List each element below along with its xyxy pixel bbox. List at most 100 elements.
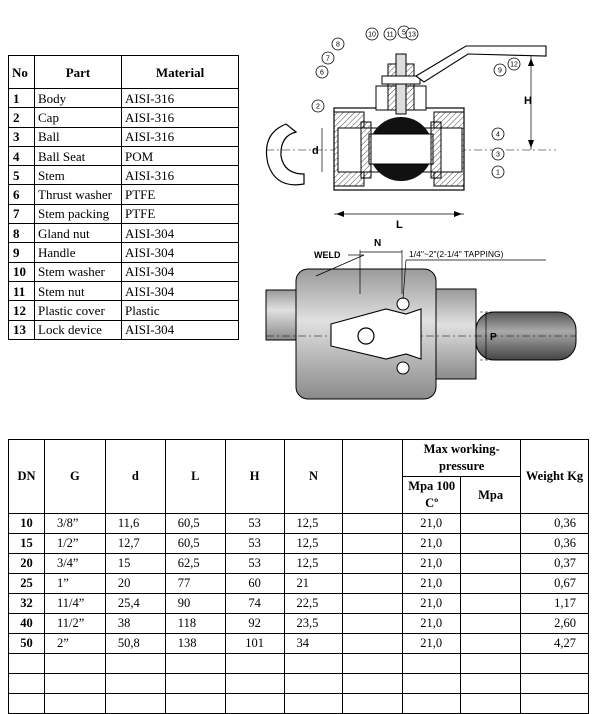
cell-mpa-100: 21,0 <box>402 593 462 614</box>
part-number: 13 <box>8 319 35 340</box>
cell-empty <box>402 673 462 694</box>
callout-circle <box>315 65 329 79</box>
cell-empty <box>43 673 106 694</box>
cell-l: 77 <box>164 573 226 594</box>
cell-empty <box>460 633 522 654</box>
cell-empty <box>164 653 226 674</box>
cell-n: 23,5 <box>283 613 344 634</box>
cell-dn: 50 <box>8 633 45 654</box>
cell-empty <box>402 653 462 674</box>
header-weight: Weight Kg <box>520 439 589 514</box>
cell-empty <box>342 553 404 574</box>
cell-weight: 0,37 <box>520 553 589 574</box>
cell-empty <box>342 533 404 554</box>
callout-circle <box>331 37 345 51</box>
cell-empty <box>460 533 522 554</box>
part-number: 10 <box>8 261 35 282</box>
cell-n: 21 <box>283 573 344 594</box>
callout-circle <box>311 99 325 113</box>
cell-dn: 32 <box>8 593 45 614</box>
part-number: 5 <box>8 165 35 186</box>
callout-circle <box>493 63 507 77</box>
part-number: 1 <box>8 87 35 109</box>
cell-mpa-100: 21,0 <box>402 513 462 534</box>
cell-mpa-100: 21,0 <box>402 633 462 654</box>
spec-header-row-1: DN G d L H N Max working-pressure Weight… <box>8 439 589 514</box>
part-name: Handle <box>34 242 122 263</box>
header-part: Part <box>34 55 122 89</box>
cell-d: 38 <box>104 613 166 634</box>
cell-mpa-100: 21,0 <box>402 613 462 634</box>
cell-mpa-100: 21,0 <box>402 573 462 594</box>
cell-g: 11/2” <box>43 613 106 634</box>
cell-empty <box>520 693 589 714</box>
cell-dn: 25 <box>8 573 45 594</box>
part-material: AISI-316 <box>121 126 239 147</box>
part-name: Ball Seat <box>34 145 122 167</box>
callout-label: 8 <box>336 42 340 49</box>
part-number: 12 <box>8 300 35 321</box>
cell-weight: 1,17 <box>520 593 589 614</box>
cell-weight: 2,60 <box>520 613 589 634</box>
cell-l: 138 <box>164 633 226 654</box>
callout-label: 11 <box>386 32 393 39</box>
part-material: POM <box>121 145 239 167</box>
cell-d: 20 <box>104 573 166 594</box>
cell-n: 12,5 <box>283 553 344 574</box>
dim-h-label: H <box>524 95 532 107</box>
cell-empty <box>8 673 45 694</box>
part-material: AISI-316 <box>121 107 239 128</box>
cell-empty <box>342 613 404 634</box>
part-material: AISI-304 <box>121 280 239 302</box>
callout-label: 10 <box>368 32 376 39</box>
part-material: AISI-304 <box>121 242 239 263</box>
cell-l: 62,5 <box>164 553 226 574</box>
cell-empty <box>460 693 522 714</box>
cell-l: 60,5 <box>164 513 226 534</box>
header-n: N <box>283 439 344 514</box>
part-number: 9 <box>8 242 35 263</box>
cell-dn: 10 <box>8 513 45 534</box>
cell-d: 11,6 <box>104 513 166 534</box>
callout-label: 1 <box>496 170 500 177</box>
cell-empty <box>104 673 166 694</box>
header-mpa: Mpa <box>460 476 522 514</box>
part-name: Ball <box>34 126 122 147</box>
part-material: Plastic <box>121 300 239 321</box>
cell-empty <box>283 673 344 694</box>
cell-g: 3/8” <box>43 513 106 534</box>
cell-dn: 15 <box>8 533 45 554</box>
cell-dn: 40 <box>8 613 45 634</box>
cell-empty <box>460 553 522 574</box>
cell-d: 15 <box>104 553 166 574</box>
cell-empty <box>342 693 404 714</box>
part-number: 3 <box>8 126 35 147</box>
cell-g: 1” <box>43 573 106 594</box>
callout-label: 2 <box>316 104 320 111</box>
cell-l: 118 <box>164 613 226 634</box>
header-mpa-100: Mpa 100 Cº <box>402 476 462 514</box>
header-blank <box>342 439 404 514</box>
callout-label: 6 <box>320 70 324 77</box>
callout-circle <box>365 27 379 41</box>
cell-weight: 0,36 <box>520 533 589 554</box>
part-name: Thrust washer <box>34 184 122 205</box>
part-material: AISI-316 <box>121 165 239 186</box>
cell-empty <box>43 693 106 714</box>
part-number: 6 <box>8 184 35 205</box>
cell-weight: 0,36 <box>520 513 589 534</box>
cell-empty <box>224 693 285 714</box>
